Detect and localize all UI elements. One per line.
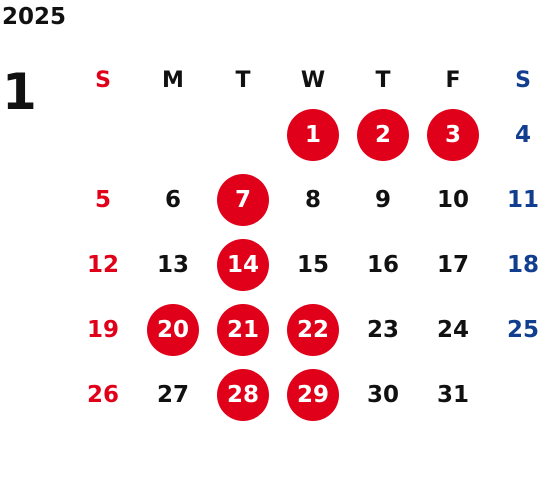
day-cell-highlighted[interactable]: 2 (357, 108, 409, 161)
day-cell[interactable]: 5 (94, 186, 111, 213)
weekday-header-monday: M (162, 68, 184, 93)
year-label: 2025 (2, 4, 67, 30)
calendar-grid: S M T W T F S 1 2 3 4 5 6 7 8 9 10 11 12… (68, 60, 548, 427)
day-cell[interactable]: 30 (366, 381, 399, 408)
day-cell-highlighted[interactable]: 1 (287, 108, 339, 161)
day-cell[interactable]: 25 (506, 316, 539, 343)
day-cell-highlighted[interactable]: 29 (287, 368, 339, 421)
weekday-header-friday: F (445, 68, 461, 93)
day-cell[interactable]: 12 (86, 251, 119, 278)
day-cell[interactable]: 31 (436, 381, 469, 408)
day-cell-highlighted[interactable]: 22 (287, 303, 339, 356)
day-cell[interactable]: 9 (374, 186, 391, 213)
day-cell[interactable]: 4 (514, 121, 531, 148)
day-cell[interactable]: 15 (296, 251, 329, 278)
day-cell[interactable]: 13 (156, 251, 189, 278)
day-cell-highlighted[interactable]: 3 (427, 108, 479, 161)
day-cell-highlighted[interactable]: 20 (147, 303, 199, 356)
day-cell[interactable]: 6 (164, 186, 181, 213)
day-cell[interactable]: 19 (86, 316, 119, 343)
weekday-header-tuesday: T (235, 68, 251, 93)
day-cell[interactable]: 24 (436, 316, 469, 343)
day-cell[interactable]: 27 (156, 381, 189, 408)
day-cell-highlighted[interactable]: 21 (217, 303, 269, 356)
weekday-header-sunday: S (95, 68, 111, 93)
day-cell-highlighted[interactable]: 14 (217, 238, 269, 291)
day-cell[interactable]: 17 (436, 251, 469, 278)
weekday-header-saturday: S (515, 68, 531, 93)
day-cell[interactable]: 8 (304, 186, 321, 213)
day-cell[interactable]: 23 (366, 316, 399, 343)
day-cell[interactable]: 16 (366, 251, 399, 278)
month-number: 1 (2, 63, 37, 121)
day-cell[interactable]: 18 (506, 251, 539, 278)
day-cell-highlighted[interactable]: 7 (217, 173, 269, 226)
day-cell-highlighted[interactable]: 28 (217, 368, 269, 421)
day-cell[interactable]: 10 (436, 186, 469, 213)
weekday-header-wednesday: W (300, 68, 326, 93)
day-cell[interactable]: 11 (506, 186, 539, 213)
day-cell[interactable]: 26 (86, 381, 119, 408)
weekday-header-thursday: T (375, 68, 391, 93)
